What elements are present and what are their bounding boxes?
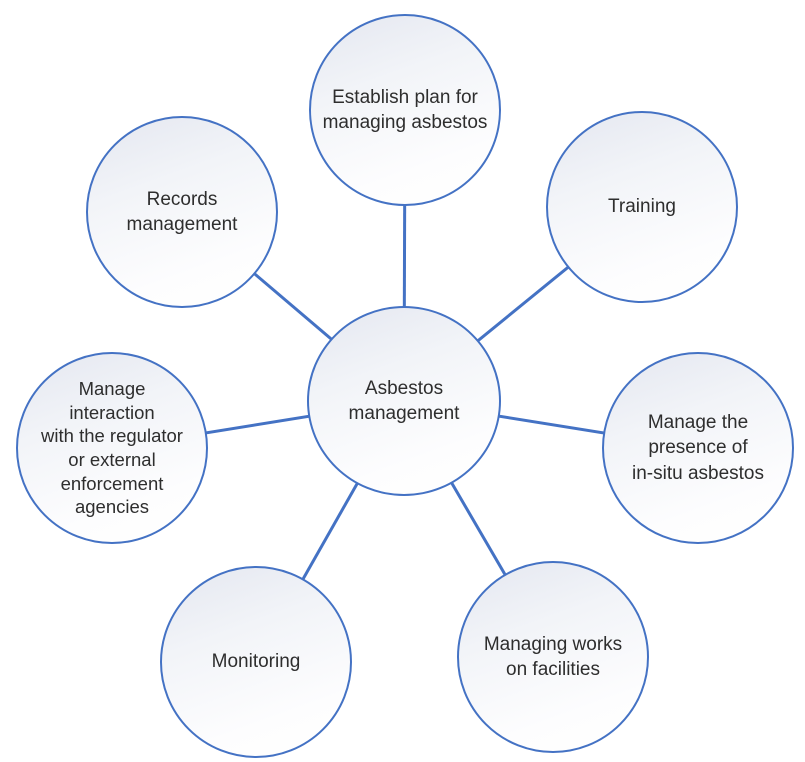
node-records-management-label: Records management — [126, 188, 238, 235]
node-managing-works-label: Managing works on facilities — [483, 633, 623, 680]
node-establish-plan-label: Establish plan for managing asbestos — [322, 86, 488, 133]
node-manage-interaction-label: Manage interaction with the regulator or… — [41, 377, 183, 518]
node-asbestos-management: Asbestos management — [307, 306, 501, 496]
node-training-label: Training — [608, 196, 676, 218]
node-training: Training — [546, 111, 738, 303]
node-establish-plan: Establish plan for managing asbestos — [309, 14, 501, 206]
node-manage-interaction: Manage interaction with the regulator or… — [16, 352, 208, 544]
node-monitoring-label: Monitoring — [211, 651, 301, 673]
node-manage-presence-label: Manage the presence of in-situ asbestos — [631, 412, 764, 484]
node-records-management: Records management — [86, 116, 278, 308]
node-asbestos-management-label: Asbestos management — [348, 377, 460, 424]
node-managing-works: Managing works on facilities — [457, 561, 649, 753]
node-manage-presence: Manage the presence of in-situ asbestos — [602, 352, 794, 544]
node-monitoring: Monitoring — [160, 566, 352, 758]
